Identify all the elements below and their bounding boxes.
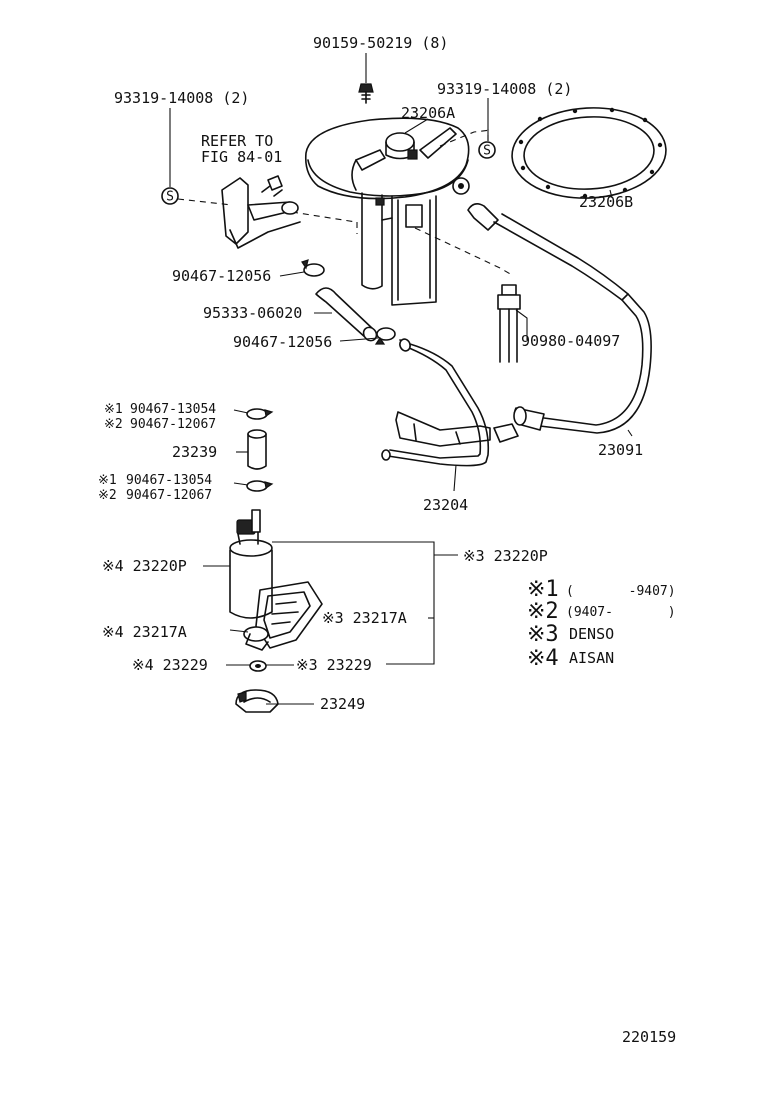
s-screw-left: S	[161, 187, 179, 205]
pump-bracket-cover-drawing	[304, 117, 470, 306]
clip-upper-drawing	[246, 408, 274, 420]
clip-lower-drawing	[246, 480, 274, 492]
gasket-ring-drawing	[511, 107, 667, 199]
legend-mark-4: ※4	[527, 646, 559, 671]
label-tube-right: 23091	[598, 441, 643, 459]
legend-text-2: (9407- )	[566, 605, 676, 620]
legend-text-1: ( -9407)	[566, 584, 676, 599]
svg-text:S: S	[483, 144, 491, 159]
label-clip-c: 90467-13054	[126, 473, 212, 488]
label-clip-d: 90467-12067	[126, 488, 212, 503]
dash-line-s-right	[439, 129, 492, 147]
label-hose: 95333-06020	[203, 304, 302, 322]
clamp-upper-drawing	[301, 259, 325, 277]
label-filter-right: ※3 23217A	[322, 609, 407, 627]
label-bolt: 90159-50219 (8)	[313, 34, 448, 52]
label-clip-b: 90467-12067	[130, 417, 216, 432]
label-cushion: 23249	[320, 695, 365, 713]
label-ring-left: ※4 23229	[132, 656, 208, 674]
hose-drawing	[315, 287, 378, 342]
label-screw-left: 93319-14008 (2)	[114, 89, 249, 107]
label-gasket: 23206B	[579, 193, 633, 211]
sensor-drawing	[497, 284, 521, 363]
label-filter-left: ※4 23217A	[102, 623, 187, 641]
label-ring-right: ※3 23229	[296, 656, 372, 674]
filter-drawing	[243, 581, 323, 651]
fuel-pump-drawing	[229, 509, 273, 619]
label-tube-center: 23204	[423, 496, 468, 514]
label-pump-left: ※4 23220P	[102, 557, 187, 575]
leader-lines	[169, 53, 633, 705]
legend-mark-2: ※2	[527, 599, 559, 624]
label-screw-right: 93319-14008 (2)	[437, 80, 572, 98]
dash-line-bracket	[291, 211, 357, 223]
label-cover: 23206A	[401, 104, 455, 122]
label-clip-c-mark: ※1	[98, 473, 117, 488]
clamp-lower-drawing	[374, 327, 396, 345]
dash-line-sensor	[414, 227, 513, 276]
label-clip-b-mark: ※2	[104, 417, 123, 432]
ring-drawing	[249, 660, 267, 672]
label-sensor: 90980-04097	[521, 332, 620, 350]
label-clamp-upper: 90467-12056	[172, 267, 271, 285]
fuel-tube-23091-drawing	[467, 202, 652, 434]
label-refer-line2: FIG 84-01	[201, 148, 282, 166]
label-pump-right: ※3 23220P	[463, 547, 548, 565]
label-clip-a-mark: ※1	[104, 402, 123, 417]
short-hose-drawing	[247, 429, 267, 470]
fuel-tube-23204-drawing	[381, 338, 519, 467]
s-screw-right: S	[478, 141, 496, 159]
label-clamp-lower: 90467-12056	[233, 333, 332, 351]
svg-text:S: S	[166, 190, 174, 205]
figure-number: 220159	[622, 1028, 676, 1046]
cushion-drawing	[235, 689, 279, 713]
label-refer-line1: REFER TO	[201, 132, 273, 150]
label-clip-a: 90467-13054	[130, 402, 216, 417]
label-hose-short: 23239	[172, 443, 217, 461]
bolt-drawing	[358, 83, 374, 104]
legend-text-3: DENSO	[569, 625, 614, 643]
legend-mark-3: ※3	[527, 622, 559, 647]
sender-gauge-drawing	[221, 175, 301, 249]
label-clip-d-mark: ※2	[98, 488, 117, 503]
legend-mark-1: ※1	[527, 577, 559, 602]
legend: ※1 ( -9407) ※2 (9407- ) ※3 DENSO ※4 AISA…	[527, 577, 676, 671]
legend-text-4: AISAN	[569, 649, 614, 667]
